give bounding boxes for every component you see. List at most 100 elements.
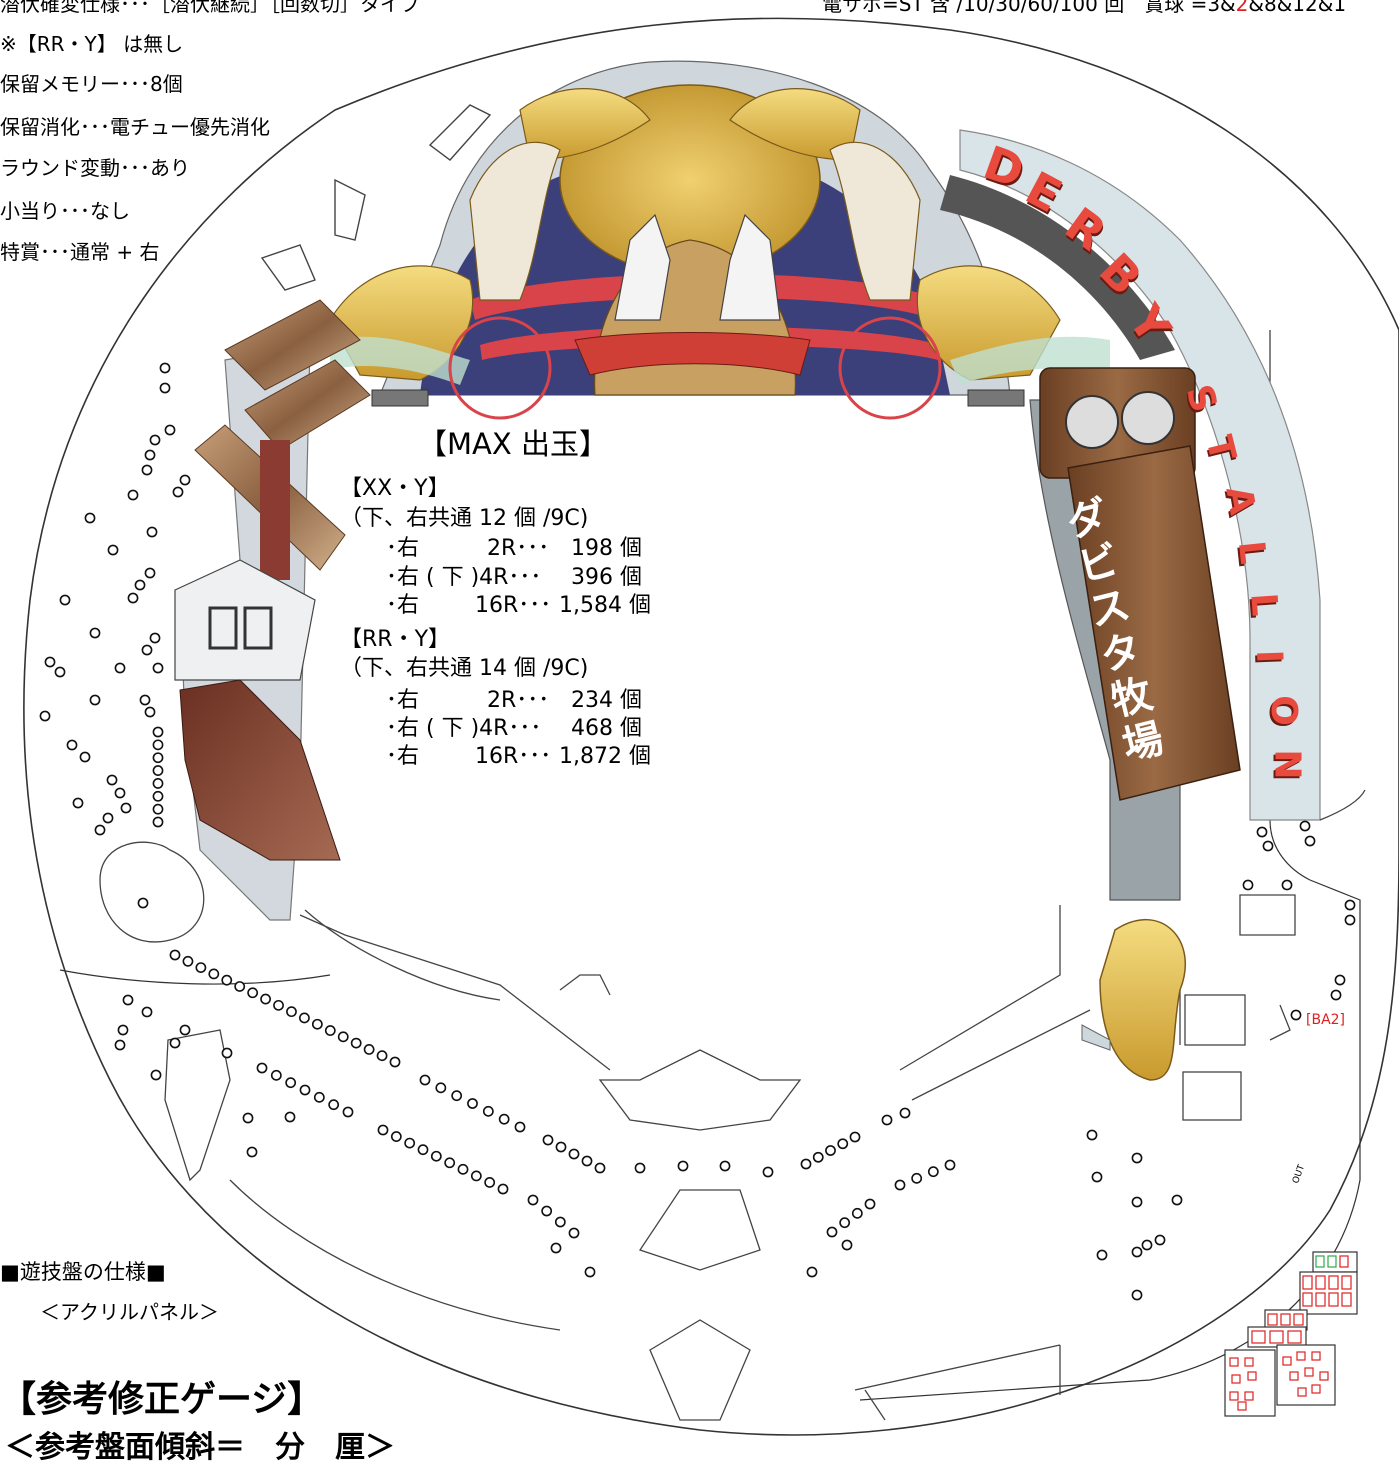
counter-cell: [1312, 1251, 1358, 1273]
nail-pin: [839, 1217, 851, 1229]
nail-pin: [256, 1062, 268, 1074]
spec-line: 小当り･･･なし: [0, 199, 130, 223]
max-row-rounds: 16R･･･: [475, 593, 552, 618]
max-group-sub: （下、右共通 12 個 /9C): [340, 506, 589, 531]
nail-pin: [208, 968, 220, 980]
counter-cell: [1304, 1367, 1314, 1377]
max-row-label: ･右: [386, 593, 420, 618]
nail-pin: [849, 1131, 861, 1143]
counter-cell: [1328, 1275, 1339, 1290]
max-row-balls: 468 個: [571, 716, 642, 741]
stallion-letter: L: [1229, 538, 1274, 567]
nail-pin: [568, 1227, 580, 1239]
counter-cell: [1229, 1357, 1239, 1367]
max-row-balls: 1,584 個: [559, 593, 651, 618]
nail-pin: [1344, 914, 1356, 926]
nail-pin: [1242, 879, 1254, 891]
nail-pin: [762, 1166, 774, 1178]
nail-pin: [66, 739, 78, 751]
nail-pin: [134, 579, 146, 591]
board-spec-title: ■遊技盤の仕様■: [0, 1260, 166, 1284]
nail-pin: [114, 662, 126, 674]
counter-cell: [1267, 1313, 1278, 1326]
nail-pin: [1171, 1194, 1183, 1206]
nail-pin: [377, 1124, 389, 1136]
counter-cell: [1296, 1351, 1306, 1361]
nail-pin: [286, 1006, 297, 1018]
nail-pin: [826, 1226, 838, 1238]
nail-pin: [79, 751, 91, 763]
stallion-letter: O: [1262, 695, 1304, 726]
nail-pin: [172, 486, 184, 498]
max-row-balls: 1,872 個: [559, 744, 651, 769]
nail-pin: [234, 981, 246, 992]
nail-pin: [1086, 1129, 1098, 1141]
nail-pin: [152, 790, 164, 802]
nail-pin: [555, 1141, 567, 1153]
nail-pin: [417, 1144, 429, 1156]
nail-pin: [114, 787, 126, 799]
nail-pin: [514, 1121, 526, 1133]
counter-cell: [1293, 1313, 1304, 1326]
counter-cell: [1224, 1349, 1276, 1417]
nail-pin: [152, 726, 164, 738]
nail-pin: [72, 797, 84, 809]
nail-pin: [881, 1114, 893, 1126]
counter-cell: [1231, 1374, 1241, 1384]
nail-pin: [390, 1131, 402, 1142]
nail-pin: [270, 1069, 282, 1081]
nail-pin: [150, 1069, 162, 1081]
center-rails: [99, 789, 1366, 1421]
gauge-title: 【参考修正ゲージ】: [0, 1379, 324, 1420]
nail-pin: [54, 666, 66, 678]
support-count-label: 電サポ=ST 含 /10/30/60/100 回 賞球 =3&2&8&12&1: [822, 0, 1346, 14]
counter-cell: [1287, 1330, 1302, 1344]
nail-pin: [182, 955, 194, 967]
nail-pin: [1330, 989, 1342, 1001]
stallion-letter: N: [1266, 749, 1308, 780]
counter-grid: [1224, 1251, 1358, 1417]
nail-pin: [527, 1194, 539, 1206]
nail-pin: [584, 1266, 596, 1278]
support-red-value: 2: [1235, 0, 1249, 16]
counter-cell: [1311, 1384, 1321, 1394]
counter-cell: [1229, 1391, 1239, 1401]
nail-pin: [299, 1012, 310, 1024]
counter-cell: [1244, 1391, 1254, 1401]
nail-pin: [634, 1162, 646, 1174]
nail-pin: [350, 1037, 362, 1049]
nail-pin: [169, 1037, 181, 1049]
max-row-label: ･右: [386, 744, 420, 769]
max-row-label: ･右: [386, 688, 420, 713]
counter-cell: [1315, 1275, 1326, 1290]
wooden-sign: [1029, 367, 1241, 901]
nail-pin: [1131, 1289, 1143, 1301]
nail-pin: [146, 526, 158, 538]
nail-pin: [1334, 974, 1346, 986]
spec-line: 保留消化･･･電チュー優先消化: [0, 115, 270, 139]
counter-cell: [1341, 1292, 1352, 1307]
nail-pin: [1091, 1171, 1103, 1183]
nail-pin: [141, 464, 153, 476]
nail-pin: [1304, 835, 1316, 847]
nail-pin: [152, 803, 164, 815]
max-row-rounds: 16R･･･: [475, 744, 552, 769]
nail-pin: [541, 1205, 553, 1217]
nail-pins: [39, 362, 1356, 1301]
nail-pin: [106, 774, 118, 786]
nail-pin: [581, 1155, 593, 1167]
nail-pin: [141, 1006, 153, 1018]
ba2-label: [BA2]: [1306, 1012, 1346, 1028]
spec-line: ※【RR・Y】 は無し: [0, 32, 184, 56]
nail-pin: [1141, 1239, 1153, 1251]
nail-pin: [152, 778, 164, 789]
nail-pin: [285, 1077, 297, 1089]
stallion-letter: I: [1247, 649, 1290, 664]
nail-pin: [313, 1091, 325, 1103]
nail-pin: [59, 594, 71, 606]
nail-pin: [542, 1134, 554, 1146]
nail-pin: [1299, 820, 1311, 832]
board-outline: [23, 17, 1399, 1436]
nail-pin: [152, 765, 164, 776]
